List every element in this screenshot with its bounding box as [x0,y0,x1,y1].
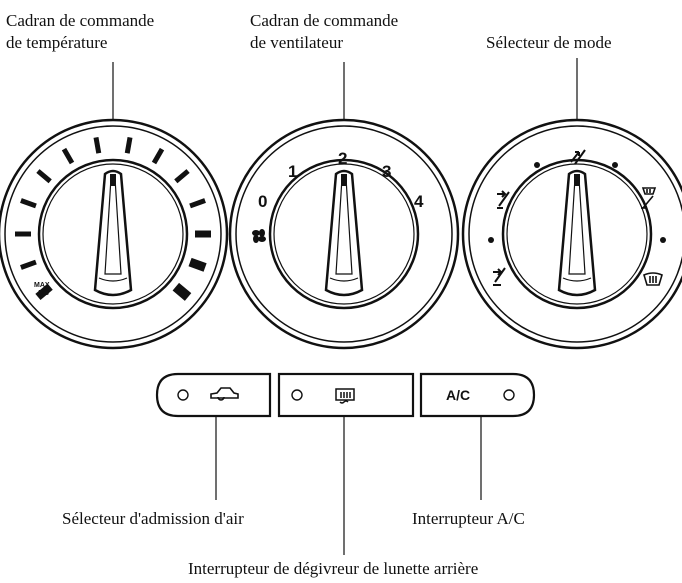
ac-indicator-light [503,389,515,401]
fan-speed-0: 0 [258,192,267,211]
fan-dial[interactable]: 0 1 2 3 4 [228,118,460,350]
windshield-defrost-icon [643,272,663,286]
air-intake-button[interactable] [155,372,272,418]
label-rear-defroster: Interrupteur de dégivreur de lunette arr… [188,559,479,578]
max-ac-label-max: MAX [34,282,50,289]
mode-position-dots [488,162,666,243]
floor-defrost-icon [641,187,657,209]
label-air-intake: Sélecteur d'admission d'air [62,509,244,528]
recirculation-car-icon [210,387,239,401]
fan-speed-1: 1 [288,162,297,181]
label-fan-dial: Cadran de commande de ventilateur [250,11,399,52]
fan-speed-2: 2 [338,149,347,168]
panel-vent-icon [570,149,586,165]
bi-level-icon [497,190,510,209]
air-intake-indicator-light [177,389,189,401]
fan-speed-3: 3 [382,162,391,181]
ac-button-label: A/C [446,387,470,403]
fan-speed-4: 4 [414,192,424,211]
ac-button[interactable]: A/C [419,372,536,418]
floor-icon [493,267,506,286]
label-ac-switch: Interrupteur A/C [412,509,525,528]
rear-defrost-indicator-light [291,389,303,401]
fan-icon [252,229,266,243]
temperature-scale-ticks [15,137,211,301]
label-temperature-dial: Cadran de commande de température [6,11,155,52]
label-mode-selector: Sélecteur de mode [486,33,612,52]
max-ac-label-ac: A/C [37,290,49,297]
rear-defrost-button[interactable] [277,372,415,418]
temperature-dial[interactable]: MAX A/C [0,118,229,350]
rear-defrost-icon [335,388,355,404]
button-strip: A/C [155,372,536,418]
mode-dial[interactable] [461,118,682,350]
